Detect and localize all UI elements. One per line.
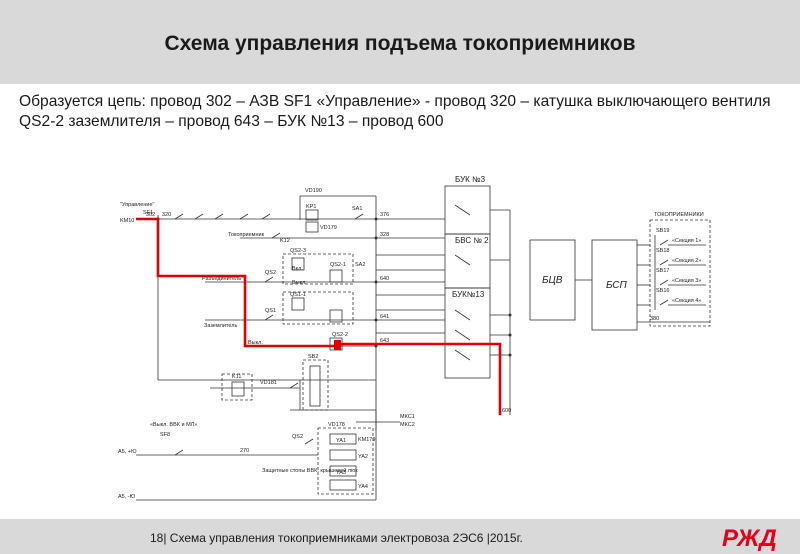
circuit-description: Образуется цепь: провод 302 – АЗВ SF1 «У… <box>19 93 771 130</box>
label-mkc2: МКС2 <box>400 422 415 428</box>
block-buk3: БУК №3 <box>455 175 486 184</box>
label-sf8: SF8 <box>160 432 170 438</box>
label-control: "Управление" <box>120 202 155 208</box>
section-1: «Секция 1» <box>672 238 701 244</box>
label-a5-minus: А5, -Ю <box>118 494 136 500</box>
wire-328: 328 <box>380 232 389 238</box>
label-ya3: YA3 <box>336 470 346 476</box>
block-buk13: БУК№13 <box>452 290 485 299</box>
label-hkt: «Выкл. ВВК и МЛ» <box>150 422 197 428</box>
label-qs1-1: QS1-1 <box>290 292 306 298</box>
label-kp1: KP1 <box>306 204 316 210</box>
label-k12: K12 <box>280 238 290 244</box>
label-sa1: SA1 <box>352 206 362 212</box>
label-k11: K11 <box>232 374 241 380</box>
label-sb2: SB2 <box>308 354 318 360</box>
switch-sb19: SB19 <box>656 228 669 234</box>
wire-643: 643 <box>380 338 389 344</box>
label-ya4: YA4 <box>358 484 368 490</box>
block-bsp: БСП <box>606 280 628 291</box>
block-bvs2: БВС № 2 <box>455 236 489 245</box>
label-km179: KM179 <box>358 437 375 443</box>
wire-600: 600 <box>502 408 511 414</box>
switch-sb17: SB17 <box>656 268 669 274</box>
switch-sb16: SB16 <box>656 288 669 294</box>
label-vkl-1: Вкл. <box>292 266 303 272</box>
label-vykl-1: Выкл. <box>292 280 307 286</box>
footer-text: 18| Схема управления токоприемниками эле… <box>150 531 523 545</box>
label-mkc1: МКС1 <box>400 414 415 420</box>
block-pantographs: ТОКОПРИЕМНИКИ <box>654 212 704 218</box>
label-sf1: SF1 <box>143 210 153 216</box>
rzd-logo-icon: РЖД <box>722 525 777 552</box>
label-grounding: Заземлитель <box>204 323 237 329</box>
label-current-collector: Токоприемник <box>228 232 265 238</box>
wire-320: 320 <box>162 212 171 218</box>
label-qs2-1: QS2-1 <box>330 262 346 268</box>
label-a5-plus: А5, +Ю <box>118 449 137 455</box>
section-3: «Секция 3» <box>672 278 701 284</box>
header-bar: Схема управления подъема токоприемников <box>0 0 800 84</box>
label-qs1: QS1 <box>265 308 276 314</box>
label-vd190: VD190 <box>305 188 322 194</box>
label-disconnector: Разъединитель <box>202 276 241 282</box>
label-qs2: QS2 <box>265 270 276 276</box>
label-vd181: VD181 <box>260 380 277 386</box>
label-qs2-lower: QS2 <box>292 434 303 440</box>
section-2: «Секция 2» <box>672 258 701 264</box>
block-bcv: БЦВ <box>542 275 563 286</box>
label-protect: Защитные стопы ВВК, крышевой люк <box>262 467 358 474</box>
control-circuit-diagram: "Управление" SF1 KM10 302 320 VD190 KP1 … <box>118 175 711 501</box>
wire-302: 302 <box>146 212 155 218</box>
label-vd179: VD179 <box>320 225 337 231</box>
label-qs2-3: QS2-3 <box>290 248 306 254</box>
wire-270: 270 <box>240 448 249 454</box>
label-vykl-2: Выкл. <box>248 340 263 346</box>
label-ya2: YA2 <box>358 454 368 460</box>
wire-376: 376 <box>380 212 389 218</box>
logo-text: РЖД <box>722 525 777 552</box>
highlighted-circuit-path <box>136 217 502 415</box>
switch-sb18: SB18 <box>656 248 669 254</box>
wire-380: 380 <box>650 316 659 322</box>
label-km10: KM10 <box>120 218 134 224</box>
label-sa2: SA2 <box>355 262 365 268</box>
label-vd178: VD178 <box>328 422 345 428</box>
wire-641: 641 <box>380 314 389 320</box>
label-qs2-2: QS2-2 <box>332 332 348 338</box>
footer-bar: 18| Схема управления токоприемниками эле… <box>0 519 800 554</box>
wire-640: 640 <box>380 276 389 282</box>
label-ya1: YA1 <box>336 438 346 444</box>
section-4: «Секция 4» <box>672 298 701 304</box>
page-title: Схема управления подъема токоприемников <box>164 32 636 55</box>
